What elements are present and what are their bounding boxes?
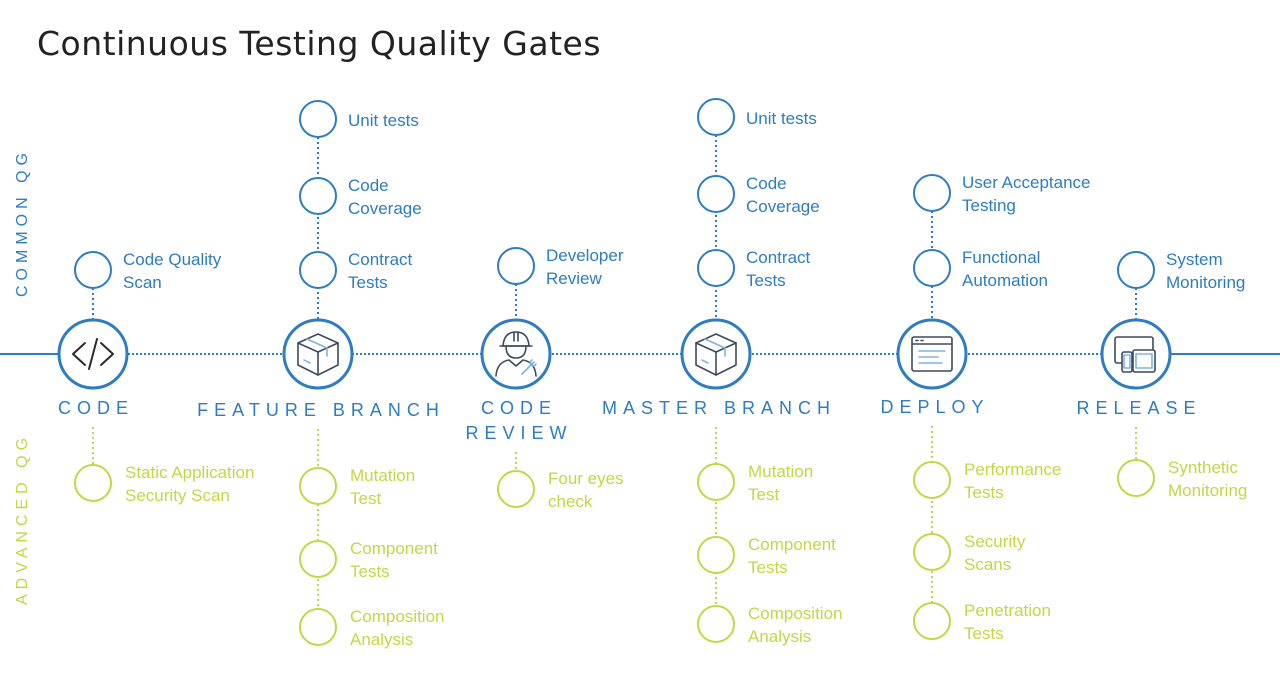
feature-branch-advanced-gate-marker (299, 608, 337, 646)
release-advanced-gate-marker (1117, 459, 1155, 497)
release-common-gate-marker (1117, 251, 1155, 289)
deploy-advanced-gate-marker (913, 533, 951, 571)
master-branch-common-gate-label: Unit tests (746, 108, 817, 128)
code-icon (72, 338, 114, 370)
feature-branch-advanced-gate-label: Composition Analysis (350, 607, 445, 649)
master-branch-common-gate-label: Contract Tests (746, 248, 811, 290)
master-branch-advanced-gate-label: Component Tests (748, 535, 836, 577)
devices-icon (1114, 336, 1156, 373)
deploy-stage-label: DEPLOY (880, 397, 990, 417)
master-branch-advanced-gate-label: Mutation Test (748, 462, 814, 504)
code-review-advanced-gate-label: Four eyes check (548, 469, 624, 511)
deploy-common-gate-label: Functional Automation (962, 248, 1048, 290)
master-branch-stage-label: MASTER BRANCH (601, 398, 836, 418)
release-common-gate-label: System Monitoring (1166, 250, 1246, 292)
code-review-stage-node (480, 318, 552, 390)
feature-branch-common-gate-label: Contract Tests (348, 250, 413, 292)
browser-window-icon (911, 336, 953, 372)
master-branch-advanced-gate-marker (697, 605, 735, 643)
page-title: Continuous Testing Quality Gates (37, 24, 602, 63)
deploy-common-gate-label: User Acceptance Testing (962, 173, 1091, 215)
code-advanced-gate-marker (74, 464, 112, 502)
master-branch-stage-node (680, 318, 752, 390)
feature-branch-advanced-gate-marker (299, 540, 337, 578)
deploy-advanced-gate-label: Security Scans (964, 532, 1026, 574)
code-stage-label: CODE (57, 398, 134, 418)
feature-branch-stage-label: FEATURE BRANCH (197, 400, 445, 420)
release-stage-node (1100, 318, 1172, 390)
engineer-icon (495, 331, 537, 377)
master-branch-common-gate-marker (697, 175, 735, 213)
code-review-advanced-gate-marker (497, 470, 535, 508)
feature-branch-common-gate-label: Code Coverage (348, 176, 422, 218)
release-advanced-gate-label: Synthetic Monitoring (1168, 458, 1248, 500)
deploy-stage-node (896, 318, 968, 390)
feature-branch-common-gate-marker (299, 100, 337, 138)
master-branch-common-gate-label: Code Coverage (746, 174, 820, 216)
feature-branch-advanced-gate-marker (299, 467, 337, 505)
deploy-advanced-gate-marker (913, 461, 951, 499)
code-common-gate-marker (74, 251, 112, 289)
feature-branch-common-gate-label: Unit tests (348, 110, 419, 130)
feature-branch-stage-node (282, 318, 354, 390)
deploy-advanced-gate-label: Performance Tests (964, 460, 1062, 502)
code-stage-node (57, 318, 129, 390)
package-box-icon (695, 333, 737, 376)
feature-branch-advanced-gate-label: Component Tests (350, 539, 438, 581)
code-review-common-gate-label: Developer Review (546, 246, 624, 288)
feature-branch-advanced-gate-label: Mutation Test (350, 466, 416, 508)
code-advanced-gate-label: Static Application Security Scan (125, 463, 255, 505)
deploy-common-gate-marker (913, 249, 951, 287)
master-branch-advanced-gate-label: Composition Analysis (748, 604, 843, 646)
master-branch-common-gate-marker (697, 98, 735, 136)
deploy-common-gate-marker (913, 174, 951, 212)
master-branch-advanced-gate-marker (697, 463, 735, 501)
deploy-advanced-gate-label: Penetration Tests (964, 601, 1051, 643)
master-branch-common-gate-marker (697, 249, 735, 287)
master-branch-advanced-gate-marker (697, 536, 735, 574)
release-stage-label: RELEASE (1076, 398, 1202, 418)
code-review-stage-label: CODE REVIEW (465, 398, 573, 443)
deploy-advanced-gate-marker (913, 602, 951, 640)
feature-branch-common-gate-marker (299, 177, 337, 215)
package-box-icon (297, 333, 339, 376)
feature-branch-common-gate-marker (299, 251, 337, 289)
code-review-common-gate-marker (497, 247, 535, 285)
code-common-gate-label: Code Quality Scan (123, 250, 222, 292)
